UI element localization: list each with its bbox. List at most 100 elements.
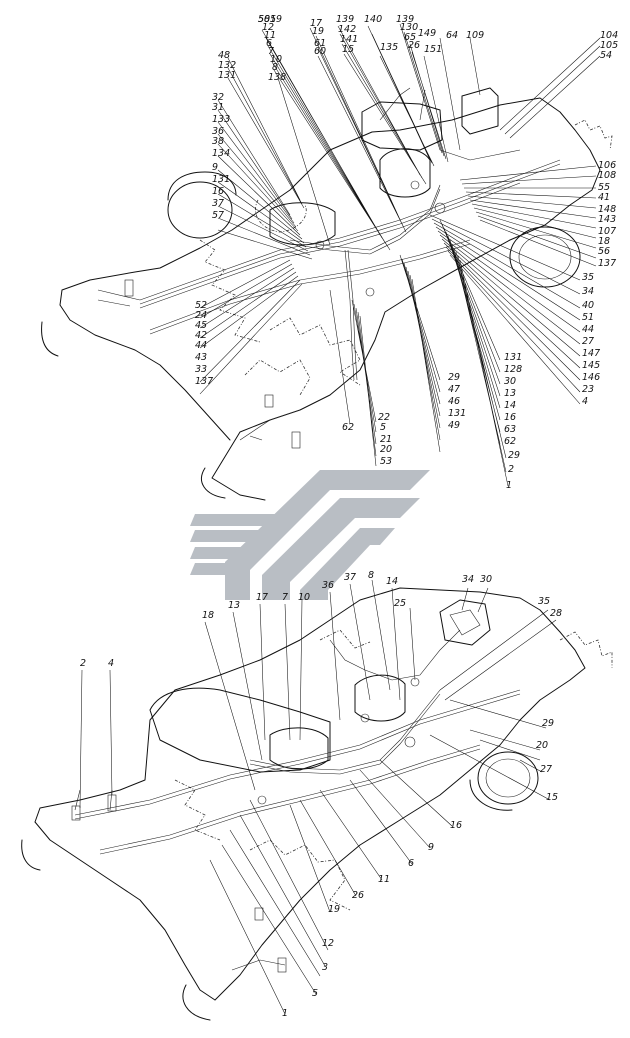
upper-callout-26: 42 — [195, 330, 207, 341]
upper-callout-62: 148 — [598, 204, 616, 215]
upper-callout-6: 10 — [270, 54, 282, 65]
upper-callout-73: 27 — [582, 336, 594, 347]
upper-callout-37: 17 — [310, 18, 322, 29]
upper-callout-77: 23 — [582, 384, 594, 395]
upper-callout-3: 11 — [264, 30, 276, 41]
upper-callout-67: 137 — [598, 258, 616, 269]
lower-callout-21: 9 — [428, 842, 434, 853]
upper-callout-21: 37 — [212, 198, 224, 209]
upper-callout-42: 142 — [338, 24, 356, 35]
upper-callout-60: 55 — [598, 182, 610, 193]
upper-callout-8: 138 — [268, 72, 286, 83]
lower-callout-4: 10 — [298, 592, 310, 603]
upper-callout-72: 44 — [582, 324, 594, 335]
upper-callout-30: 137 — [195, 376, 213, 387]
upper-callout-66: 56 — [598, 246, 610, 257]
lower-callout-0: 18 — [202, 610, 214, 621]
upper-callout-5: 7 — [268, 46, 274, 57]
lower-callout-2: 17 — [256, 592, 268, 603]
upper-callout-15: 36 — [212, 126, 224, 137]
upper-callout-23: 52 — [195, 300, 207, 311]
lower-callout-15: 4 — [108, 658, 114, 669]
upper-callout-70: 40 — [582, 300, 594, 311]
lower-callout-23: 11 — [378, 874, 390, 885]
lower-callout-13: 28 — [550, 608, 562, 619]
upper-callout-4: 6 — [266, 38, 272, 49]
upper-callout-1: 59 — [270, 14, 282, 25]
lower-callout-17: 20 — [536, 740, 548, 751]
upper-callout-27: 44 — [195, 340, 207, 351]
upper-callout-94: 49 — [448, 420, 460, 431]
upper-callout-40: 60 — [314, 46, 326, 57]
lower-callout-10: 34 — [462, 574, 474, 585]
upper-callout-69: 34 — [582, 286, 594, 297]
upper-callout-43: 141 — [340, 34, 358, 45]
upper-callout-45: 140 — [364, 14, 382, 25]
upper-callout-92: 46 — [448, 396, 460, 407]
upper-callout-71: 51 — [582, 312, 594, 323]
lower-view — [21, 579, 613, 1021]
upper-callout-53: 64 — [446, 30, 458, 41]
upper-callout-88: 2 — [508, 464, 514, 475]
upper-callout-52: 151 — [424, 44, 442, 55]
upper-callout-80: 128 — [504, 364, 522, 375]
upper-callout-38: 19 — [312, 26, 324, 37]
upper-callout-59: 108 — [598, 170, 616, 181]
upper-callout-32: 22 — [378, 412, 390, 423]
upper-callout-84: 16 — [504, 412, 516, 423]
lower-callout-20: 16 — [450, 820, 462, 831]
lower-callout-28: 5 — [312, 988, 318, 999]
lower-callout-16: 29 — [542, 718, 554, 729]
upper-callout-49: 65 — [404, 32, 416, 43]
upper-callout-14: 133 — [212, 114, 230, 125]
upper-callout-12: 32 — [212, 92, 224, 103]
upper-callout-9: 48 — [218, 50, 230, 61]
upper-callout-68: 35 — [582, 272, 594, 283]
upper-callout-19: 131 — [212, 174, 230, 185]
upper-callout-51: 149 — [418, 28, 436, 39]
upper-callout-58: 106 — [598, 160, 616, 171]
upper-callout-7: 8 — [272, 62, 278, 73]
upper-callout-25: 45 — [195, 320, 207, 331]
lower-callout-1: 13 — [228, 600, 240, 611]
upper-callout-74: 147 — [582, 348, 600, 359]
lower-callout-29: 1 — [282, 1008, 288, 1019]
upper-callout-87: 29 — [508, 450, 520, 461]
upper-callout-35: 20 — [380, 444, 392, 455]
upper-callout-56: 105 — [600, 40, 618, 51]
upper-callout-93: 131 — [448, 408, 466, 419]
upper-callout-29: 33 — [195, 364, 207, 375]
lower-callout-8: 14 — [386, 576, 398, 587]
upper-callout-55: 104 — [600, 30, 618, 41]
lower-callout-3: 7 — [282, 592, 288, 603]
upper-callout-47: 139 — [396, 14, 414, 25]
lower-callout-9: 25 — [394, 598, 406, 609]
lower-callout-19: 15 — [546, 792, 558, 803]
upper-callout-20: 16 — [212, 186, 224, 197]
upper-callout-36: 53 — [380, 456, 392, 467]
upper-callout-64: 107 — [598, 226, 616, 237]
upper-callout-85: 63 — [504, 424, 516, 435]
lower-callout-25: 19 — [328, 904, 340, 915]
upper-callout-81: 30 — [504, 376, 516, 387]
upper-callout-96: 1 — [270, 14, 276, 25]
upper-callout-57: 54 — [600, 50, 612, 61]
upper-callout-75: 145 — [582, 360, 600, 371]
upper-callout-91: 47 — [448, 384, 460, 395]
upper-callout-48: 130 — [400, 22, 418, 33]
upper-callout-76: 146 — [582, 372, 600, 383]
lower-callout-18: 27 — [540, 764, 552, 775]
upper-callout-61: 41 — [598, 192, 610, 203]
upper-callout-18: 9 — [212, 162, 218, 173]
upper-callout-79: 131 — [504, 352, 522, 363]
upper-callout-39: 61 — [314, 38, 326, 49]
lower-callout-6: 37 — [344, 572, 356, 583]
upper-callout-46: 135 — [380, 42, 398, 53]
upper-callout-34: 21 — [380, 434, 392, 445]
upper-leader-lines — [199, 23, 601, 487]
upper-callout-2: 12 — [262, 22, 274, 33]
lower-callout-12: 35 — [538, 596, 550, 607]
upper-callout-95: 50 — [258, 14, 270, 25]
watermark-logo — [190, 470, 430, 600]
